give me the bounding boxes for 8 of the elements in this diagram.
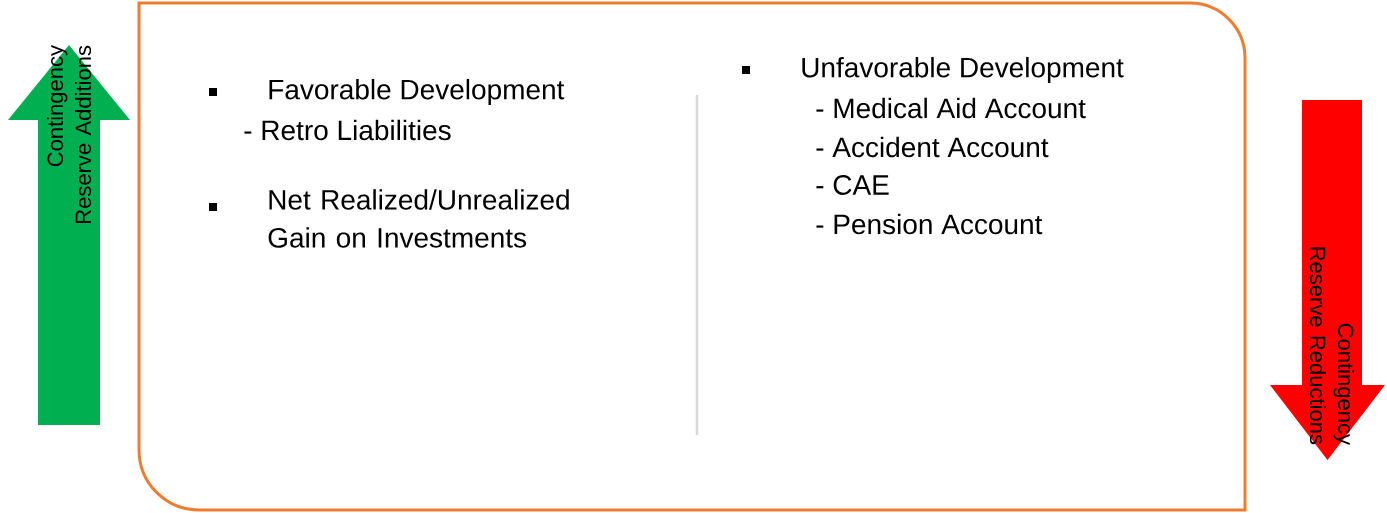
list-item: - Retro Liabilities xyxy=(244,119,451,141)
list-item: Net Realized/Unrealized Gain on Investments xyxy=(268,189,569,248)
list-item: - Pension Account xyxy=(816,213,1043,235)
list-item: - Accident Account xyxy=(816,136,1049,158)
list-item: Favorable Development xyxy=(269,78,565,106)
list-item: - Medical Aid Account xyxy=(816,97,1086,119)
list-item: - CAE xyxy=(816,175,889,195)
list-item: Unfavorable Development xyxy=(802,56,1124,84)
